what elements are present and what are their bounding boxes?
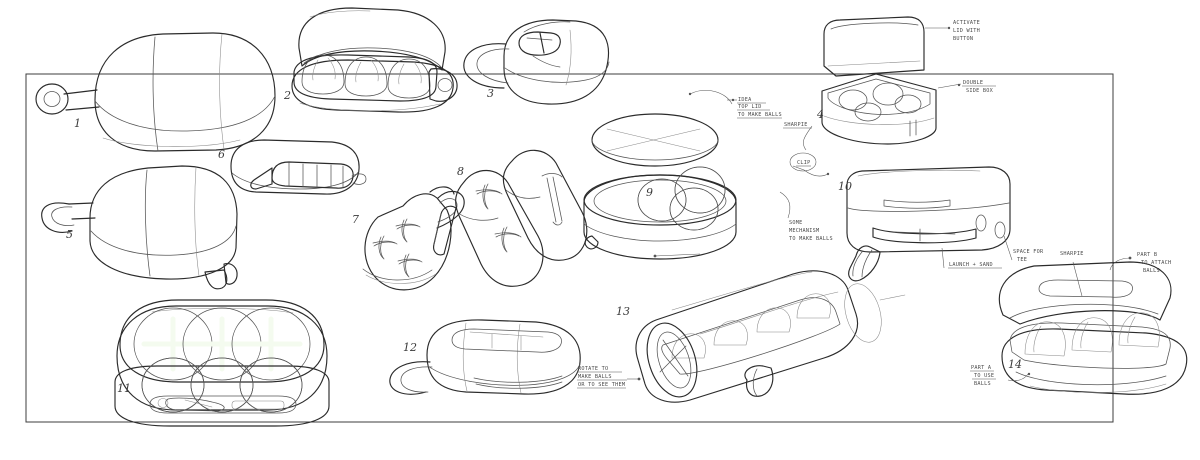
sketch-twin-pill-cases-cross-slots-and-tees: 8 [433, 149, 588, 287]
sketch-number-5: 5 [66, 228, 73, 241]
sketch-number-12: 12 [403, 341, 417, 354]
svg-text:SIDE BOX: SIDE BOX [966, 88, 994, 94]
svg-text:TOP LID: TOP LID [738, 104, 762, 110]
sketch-number-10: 10 [838, 180, 852, 193]
svg-text:SHARPIE: SHARPIE [1060, 251, 1084, 257]
annotation-launch-and-sand: LAUNCH + SAND [948, 262, 1002, 269]
svg-text:BALLS: BALLS [974, 381, 991, 387]
sketch-number-13: 13 [616, 305, 630, 318]
annotation-some-mechanism-to-make-balls: SOME MECHANISM TO MAKE BALLS [789, 220, 833, 242]
sketch-front-view-green-lid-cross-slots: 11 [114, 299, 330, 427]
sketch-number-7: 7 [352, 213, 359, 226]
sketch-low-box-with-strap-and-side-ports: 10 [838, 166, 1011, 282]
sketch-rounded-case-with-keyring: 1 [35, 32, 276, 152]
svg-text:TO USE: TO USE [974, 373, 994, 379]
svg-text:ACTIVATE: ACTIVATE [953, 20, 980, 26]
annotation-sharpie-bottom: SHARPIE [1060, 251, 1084, 257]
annotation-part-a-to-use-balls: PART A TO USE BALLS [970, 365, 996, 387]
sketch-number-9: 9 [646, 186, 653, 199]
svg-text:BALLS: BALLS [1143, 268, 1160, 274]
sketch-number-2: 2 [283, 89, 291, 102]
sketch-oval-case-with-lanyard-loop: 12 [389, 319, 581, 395]
annotation-space-for-tee: SPACE FOR TEE [1013, 249, 1044, 263]
sketch-number-14: 14 [1008, 358, 1022, 371]
sheet-frame [25, 73, 1114, 423]
svg-text:PART A: PART A [971, 365, 992, 371]
sketch-open-case-green-tray-three-pods: 2 [283, 7, 458, 113]
annotation-double-side-box: DOUBLE SIDE BOX [962, 80, 996, 94]
sketch-number-1: 1 [74, 117, 81, 130]
annotation-idea-top-lid-to-make-balls: IDEA TOP LID TO MAKE BALLS [737, 97, 782, 119]
svg-text:TO MAKE BALLS: TO MAKE BALLS [789, 236, 833, 242]
svg-text:TEE: TEE [1017, 257, 1027, 263]
svg-text:MECHANISM: MECHANISM [789, 228, 819, 234]
sketch-capsule-with-ribbed-tool: 6 [218, 139, 367, 195]
svg-text:CLIP: CLIP [797, 160, 811, 166]
sketch-number-6: 6 [218, 148, 225, 161]
green-lid-cross-ports [133, 307, 311, 381]
svg-text:SOME: SOME [789, 220, 803, 226]
svg-text:LID WITH: LID WITH [953, 28, 980, 34]
svg-text:TO ATTACH: TO ATTACH [1141, 260, 1171, 266]
sketch-soft-pouch-with-loop: 5 [41, 165, 238, 290]
annotation-activate-lid-with-button: ACTIVATE LID WITH BUTTON [953, 20, 980, 42]
annotation-rotate-to-make-balls: ROTATE TO MAKE BALLS OR TO SEE THEM [577, 366, 627, 389]
sketch-open-square-box-green-insert: 4 [816, 16, 937, 145]
svg-text:SPACE FOR: SPACE FOR [1013, 249, 1044, 255]
sketch-number-11: 11 [117, 382, 131, 395]
annotation-sharpie-top: SHARPIE [783, 122, 812, 129]
sketch-number-8: 8 [457, 165, 464, 178]
annotation-text-group: ACTIVATE LID WITH BUTTON DOUBLE SIDE BOX… [577, 20, 1171, 389]
sketch-number-4: 4 [816, 108, 824, 121]
svg-text:MAKE BALLS: MAKE BALLS [578, 374, 612, 380]
svg-text:BUTTON: BUTTON [953, 36, 973, 42]
svg-text:PART B: PART B [1137, 252, 1157, 258]
annotation-clip: CLIP [789, 152, 817, 172]
sketch-cylindrical-tube-green-cradle: 13 [616, 270, 906, 403]
svg-text:DOUBLE: DOUBLE [963, 80, 983, 86]
svg-text:SHARPIE: SHARPIE [784, 122, 808, 128]
svg-text:OR TO SEE THEM: OR TO SEE THEM [578, 382, 625, 388]
svg-text:IDEA: IDEA [738, 97, 752, 103]
sketch-pill-case-with-carabiner-loop: 3 [463, 19, 610, 105]
cross-slot-group [372, 218, 423, 278]
sketch-number-3: 3 [487, 87, 494, 100]
svg-text:ROTATE TO: ROTATE TO [578, 366, 608, 372]
svg-text:TO MAKE BALLS: TO MAKE BALLS [738, 112, 782, 118]
svg-text:LAUNCH + SAND: LAUNCH + SAND [949, 262, 993, 268]
green-pods-group [301, 54, 431, 99]
sketch-round-tin-with-lid-and-three-balls: 9 [583, 113, 737, 260]
sketch-open-clamshell-green-three-pods: 14 [998, 261, 1188, 395]
sketch-teardrop-pouch-with-cross-slots: 7 [352, 186, 465, 291]
annotation-part-b-to-attach-balls: PART B TO ATTACH BALLS [1137, 252, 1171, 274]
annotation-leaders [627, 26, 1132, 382]
